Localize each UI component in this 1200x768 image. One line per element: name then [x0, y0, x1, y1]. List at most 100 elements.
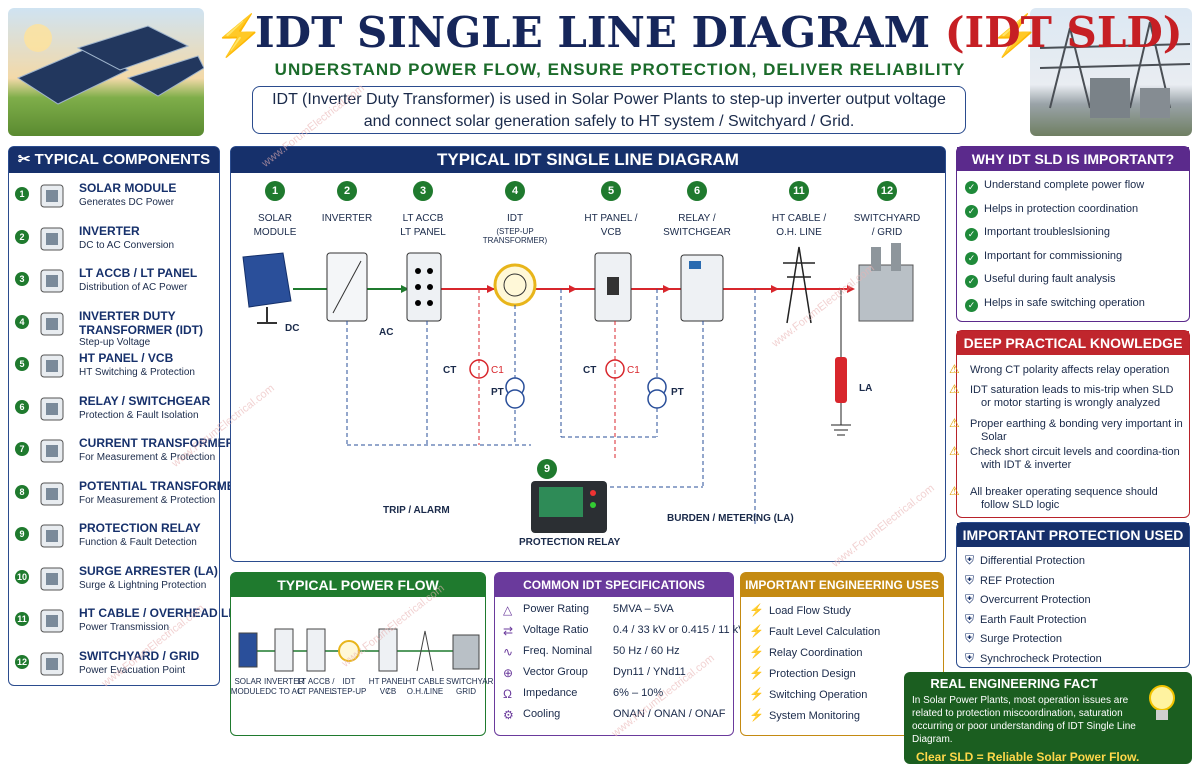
stage-number-badge: 5 [601, 181, 621, 201]
deep-item-text: Check short circuit levels and coordina-… [970, 446, 1180, 471]
sld-drawing [242, 243, 914, 533]
component-icon [37, 606, 67, 636]
use-item-text: Protection Design [768, 668, 856, 680]
stage-number-badge: 2 [337, 181, 357, 201]
component-name: INVERTER [79, 223, 140, 238]
spec-icon: ⊕ [503, 666, 514, 680]
stage-number-badge: 11 [789, 181, 809, 201]
stage-label: HT PANEL / [584, 213, 638, 224]
lightning-icon: ⚡ [749, 666, 764, 680]
why-item-text: Understand complete power flow [984, 179, 1145, 191]
component-icon [37, 436, 67, 466]
flow-sublabel: DC TO AC [265, 687, 303, 696]
why-item: ✓Understand complete power flow [965, 179, 1144, 194]
shield-icon: ⛨ [965, 553, 975, 567]
shield-icon: ⛨ [965, 631, 975, 645]
protection-item-text: Synchrocheck Protection [980, 652, 1102, 665]
component-desc: Function & Fault Detection [79, 537, 197, 548]
uses-panel: IMPORTANT ENGINEERING USES ⚡Load Flow St… [740, 572, 944, 736]
protection-item: ⛨ Surge Protection [965, 631, 1062, 646]
use-item-text: Relay Coordination [768, 647, 863, 659]
spec-value: 0.4 / 33 kV or 0.415 / 11 kV [613, 624, 746, 636]
components-header: ✂ TYPICAL COMPONENTS [9, 147, 219, 173]
spec-icon: ⚙ [503, 708, 514, 722]
use-item: ⚡ Load Flow Study [749, 603, 851, 617]
intro-box: IDT (Inverter Duty Transformer) is used … [252, 86, 966, 134]
protection-item: ⛨REF Protection [965, 573, 1055, 588]
substation-illustration [1039, 21, 1191, 118]
component-number-badge: 4 [15, 314, 29, 329]
flow-label: SOLAR [234, 677, 262, 686]
switchyard-symbol [858, 243, 914, 322]
why-important-panel: WHY IDT SLD IS IMPORTANT? ✓Understand co… [956, 146, 1190, 322]
why-item-text: Helps in protection coordination [984, 202, 1139, 215]
power-flow-drawing [238, 628, 480, 672]
specs-header: COMMON IDT SPECIFICATIONS (TYPICAL) [495, 573, 733, 616]
stage-label: INVERTER [321, 213, 373, 224]
fact-body: In Solar Power Plants, most operation is… [912, 695, 1136, 745]
check-icon: ✓ [965, 251, 978, 265]
use-item-text: Switching Operation [768, 689, 868, 701]
component-number-badge: 2 [15, 229, 29, 244]
protection-item-text: Surge Protection [980, 633, 1062, 645]
use-item-text: System Monitoring [768, 710, 861, 722]
component-number-badge: 5 [15, 357, 29, 371]
lightning-bolt-icon: ⚡ [214, 14, 264, 58]
component-icon [37, 394, 67, 424]
why-item-text: Helps in safe switching operation [984, 296, 1145, 309]
stage-number-badge: 4 [505, 181, 525, 201]
component-number-badge: 12 [15, 654, 29, 669]
component-desc: For Measurement & Protection [79, 452, 216, 463]
lightning-icon: ⚡ [749, 708, 764, 722]
burden-metering-label: BURDEN / METERING (LA) [667, 513, 794, 524]
components-title: TYPICAL COMPONENTS [34, 151, 211, 168]
deep-knowledge-header: DEEP PRACTICAL KNOWLEDGE [957, 331, 1189, 355]
protection-item: ⛨Earth Fault Protection [965, 612, 1086, 627]
shield-icon: ⛨ [965, 572, 975, 587]
deep-item-text: Proper earthing & bonding very important… [970, 418, 1183, 443]
spec-value: 50 Hz / 60 Hz [613, 645, 680, 657]
flow-label: LT ACCB / [297, 677, 335, 686]
shield-icon: ⛨ [965, 592, 975, 606]
spec-value: Dyn11 / YNd11 [613, 666, 686, 678]
pt-symbol [505, 377, 667, 409]
protection-header: IMPORTANT PROTECTION USED [957, 523, 1189, 547]
protection-panel: IMPORTANT PROTECTION USED ⛨Differential … [956, 522, 1190, 668]
why-item-text: Important for commissioning [984, 249, 1123, 262]
pt-label: PT [671, 387, 684, 398]
ct-label: CT [583, 365, 597, 376]
stage-label: HT CABLE / [771, 213, 827, 224]
solar-panels-illustration [16, 24, 204, 105]
component-desc: Step-up Voltage [79, 336, 151, 348]
stage-sublabel: O.H. LINE [776, 227, 822, 238]
component-desc: HT Switching & Protection [79, 367, 195, 378]
why-item: ✓Helps in protection coordination [965, 203, 1138, 218]
tools-icon: ✂ [17, 151, 35, 168]
use-item-text: Fault Level Calculation [768, 626, 881, 638]
stage-sublabel: LT PANEL [400, 227, 446, 238]
ac-label: AC [379, 327, 394, 338]
check-icon: ✓ [965, 228, 978, 241]
why-item: ✓Useful during fault analysis [965, 273, 1115, 288]
use-item: ⚡Relay Coordination [749, 645, 863, 659]
use-item-text: Load Flow Study [768, 605, 851, 617]
lightning-icon: ⚡ [749, 603, 764, 617]
component-icon [37, 351, 67, 381]
use-item: ⚡Fault Level Calculation [749, 624, 880, 638]
component-desc: Surge & Lightning Protection [79, 579, 207, 591]
component-name: CURRENT TRANSFORMER (CT) [79, 436, 262, 450]
transmission-tower-symbol [783, 246, 815, 324]
dc-label: DC [285, 323, 300, 334]
why-item: ✓Helps in safe switching operation [965, 297, 1145, 312]
deep-item: ⚠Proper earthing & bonding very importan… [949, 416, 1183, 444]
component-number-badge: 8 [15, 484, 29, 499]
component-name: RELAY / SWITCHGEAR [79, 393, 211, 408]
